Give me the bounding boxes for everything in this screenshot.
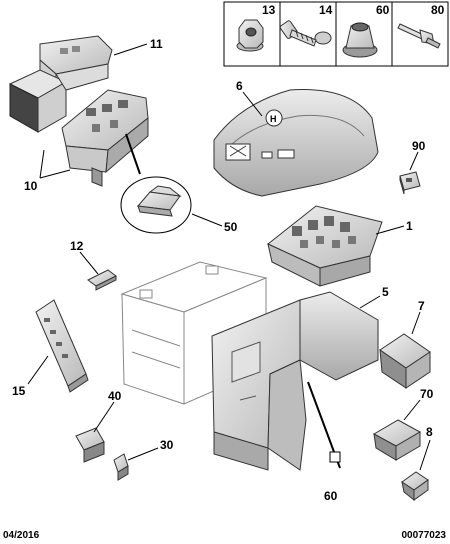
callout-8: 8 — [426, 425, 433, 439]
fuse-box-cover — [8, 35, 113, 133]
callout-50: 50 — [224, 220, 238, 234]
battery-terminal-cover: H — [213, 89, 379, 197]
callout-7: 7 — [418, 299, 425, 313]
small-connector — [401, 471, 429, 502]
callout-10: 10 — [24, 179, 38, 193]
callout-15: 15 — [12, 384, 26, 398]
callout-numbers: 11 10 6 90 50 1 12 5 7 15 40 70 30 8 60 — [12, 37, 434, 503]
control-module — [379, 333, 431, 389]
battery-tray — [211, 291, 379, 471]
callout-70: 70 — [420, 387, 434, 401]
grommet-icon — [342, 22, 378, 58]
fuse-box-block — [267, 205, 383, 287]
inset-number-13: 13 — [262, 3, 276, 17]
inset-number-60: 60 — [376, 3, 390, 17]
hardware-inset: 13 14 60 80 — [223, 1, 449, 67]
callout-1: 1 — [406, 219, 413, 233]
callout-90: 90 — [412, 139, 426, 153]
callout-40: 40 — [108, 389, 122, 403]
callout-30: 30 — [160, 438, 174, 452]
diagram-reference: 00077023 — [401, 530, 447, 541]
fuse-box-housing — [61, 89, 149, 187]
fuse-detail-magnifier — [120, 133, 192, 234]
connector-housing — [372, 419, 422, 461]
leader-lines — [27, 43, 431, 471]
callout-5: 5 — [382, 285, 389, 299]
callout-60: 60 — [324, 489, 338, 503]
rivet-icon — [397, 23, 441, 49]
blade-fuse-large — [75, 427, 105, 463]
svg-text:H: H — [270, 114, 277, 124]
diagram-date: 04/2016 — [3, 530, 40, 541]
callout-11: 11 — [150, 37, 163, 51]
inset-number-14: 14 — [319, 3, 333, 17]
inset-number-80: 80 — [431, 3, 445, 17]
relay-small — [399, 171, 421, 195]
blade-fuse-mini — [113, 453, 129, 481]
fuse-board — [35, 299, 89, 393]
fuse-clip — [87, 269, 117, 291]
flange-nut-icon — [236, 19, 264, 52]
callout-6: 6 — [236, 79, 243, 93]
screw-icon — [279, 20, 332, 47]
callout-12: 12 — [70, 239, 84, 253]
